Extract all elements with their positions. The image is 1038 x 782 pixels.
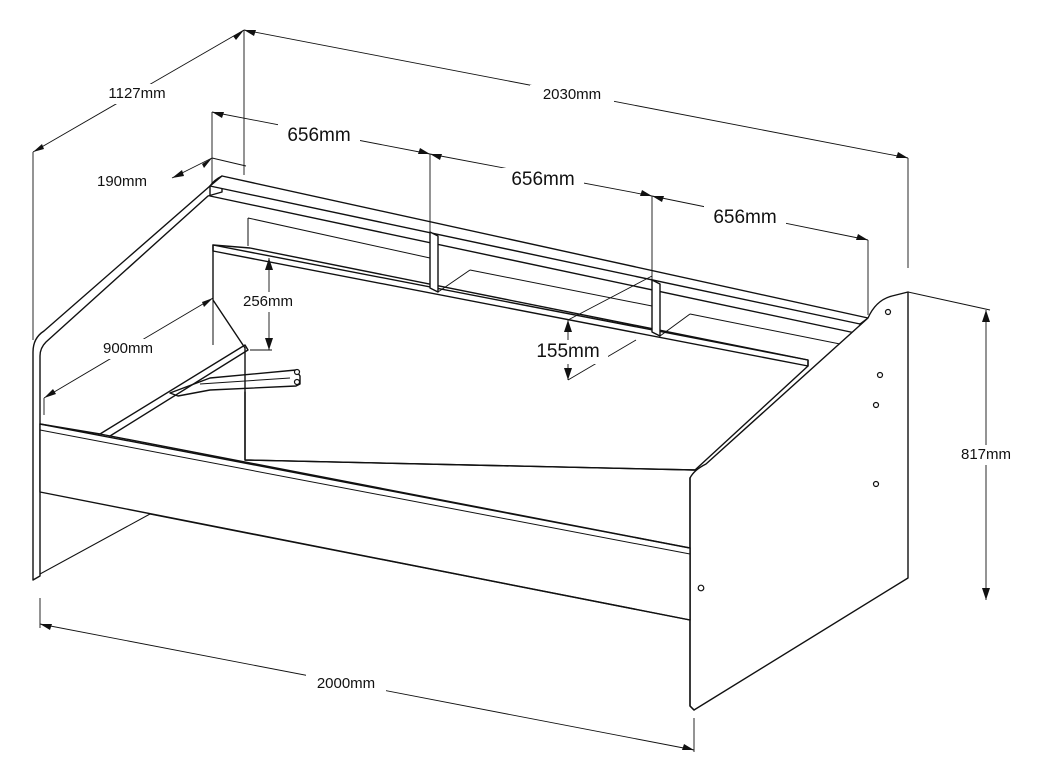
ext-817-top — [907, 291, 991, 311]
arrow-190-left — [172, 170, 184, 178]
label-155: 155mm — [536, 341, 599, 362]
shelf-rear-line-right — [689, 313, 861, 349]
arrow-817-top — [982, 310, 990, 322]
arrow-155-top — [564, 320, 572, 332]
ext-190 — [211, 157, 247, 167]
dimension-labels: 1127mm 2030mm 190mm 656mm 656mm 656mm 25… — [86, 84, 1022, 694]
arrow-155-bottom — [564, 368, 572, 380]
panel-hole-2 — [872, 401, 880, 409]
label-190: 190mm — [97, 173, 147, 190]
label-656-3: 656mm — [713, 207, 776, 228]
lower-front-board — [149, 513, 691, 621]
panel-hole-front — [697, 584, 705, 592]
arrow-256-bottom — [265, 338, 273, 350]
bracket-bolt-1 — [293, 368, 301, 376]
bracket-rod — [199, 377, 291, 385]
slat-bracket — [169, 369, 301, 397]
inner-frame-left-rail — [99, 344, 249, 437]
bed-geometry — [32, 175, 909, 711]
back-wall — [212, 244, 809, 471]
arrow-656-1-l — [212, 112, 224, 118]
ext-155-top — [567, 275, 653, 321]
front-rail-top-edge — [39, 423, 691, 549]
label-900: 900mm — [103, 340, 153, 357]
panel-hole-top — [884, 308, 892, 316]
arrow-900-left — [44, 389, 56, 398]
panel-hole-1 — [876, 371, 884, 379]
shelf-rear-line-left — [247, 217, 431, 259]
label-656-2: 656mm — [511, 169, 574, 190]
right-side-panel — [689, 291, 909, 711]
arrow-2030-left — [244, 30, 256, 36]
arrow-2000-left — [40, 624, 52, 630]
shelf-rear-line-mid — [469, 269, 653, 307]
panel-hole-3 — [872, 480, 880, 488]
divider-1-shadow — [437, 269, 471, 293]
shelf-bottom-board — [212, 244, 809, 367]
label-2030: 2030mm — [543, 86, 601, 103]
inner-frame-rear-rail — [244, 391, 696, 471]
lower-left-board-edge — [39, 513, 151, 575]
front-rail-inner-line — [39, 429, 691, 555]
arrow-656-2-l — [430, 154, 442, 160]
arrow-2000-right — [682, 744, 694, 750]
label-2000: 2000mm — [317, 675, 375, 692]
arrow-256-top — [265, 258, 273, 270]
arrow-1127-right — [233, 30, 244, 40]
arrow-656-2-r — [640, 190, 652, 196]
arrow-2030-right — [896, 152, 908, 158]
arrow-190-right — [202, 158, 212, 168]
arrow-656-3-l — [652, 196, 664, 202]
shelf-divider-1 — [429, 231, 439, 293]
label-256: 256mm — [243, 293, 293, 310]
arrow-656-1-r — [418, 148, 430, 154]
label-656-1: 656mm — [287, 125, 350, 146]
arrow-900-right — [202, 298, 213, 307]
shelf-divider-2 — [651, 279, 661, 337]
arrow-656-3-r — [856, 234, 868, 240]
left-side-panel — [32, 175, 223, 581]
label-817: 817mm — [961, 446, 1011, 463]
divider-2-shadow — [659, 313, 691, 337]
arrow-817-bottom — [982, 588, 990, 600]
bracket-bolt-2 — [293, 378, 301, 386]
label-1127: 1127mm — [108, 85, 165, 102]
arrow-1127-left — [33, 144, 44, 152]
